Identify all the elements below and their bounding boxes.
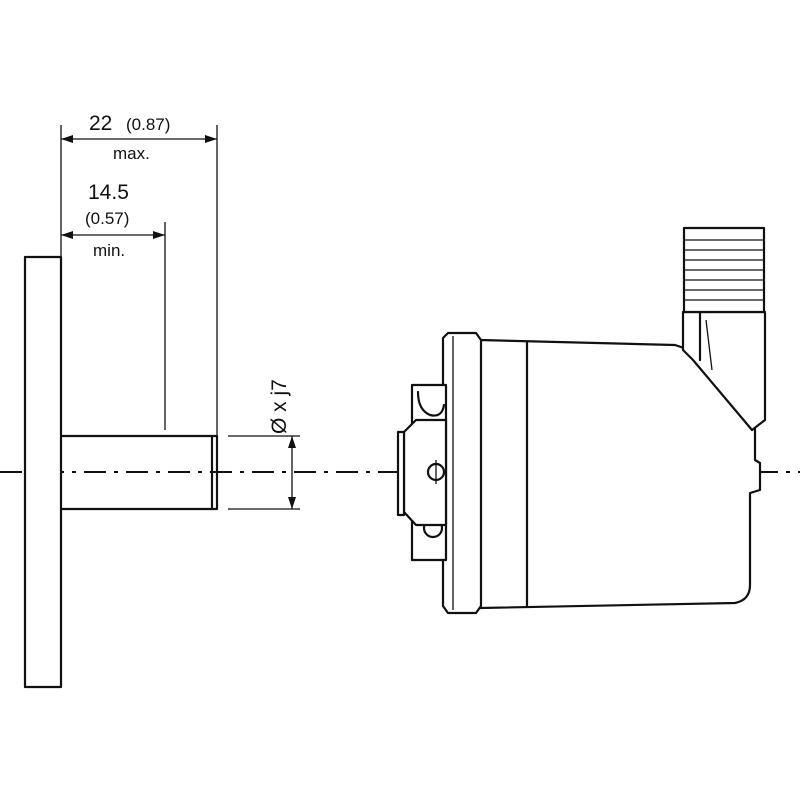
shaft bbox=[59, 434, 219, 511]
mounting-flange bbox=[23, 255, 63, 689]
encoder-body bbox=[396, 226, 767, 615]
min-length-qualifier: min. bbox=[93, 241, 125, 260]
shaft-diameter-label: Ø x j7 bbox=[268, 379, 291, 434]
max-length-inch: (0.87) bbox=[126, 115, 170, 134]
min-length-inch: (0.57) bbox=[85, 209, 129, 228]
mounting-flange-with-shaft bbox=[23, 255, 219, 689]
min-length-value: 14.5 bbox=[88, 181, 129, 204]
max-length-qualifier: max. bbox=[113, 144, 150, 163]
max-length-value: 22 bbox=[89, 112, 112, 135]
connector-threads bbox=[684, 239, 764, 301]
